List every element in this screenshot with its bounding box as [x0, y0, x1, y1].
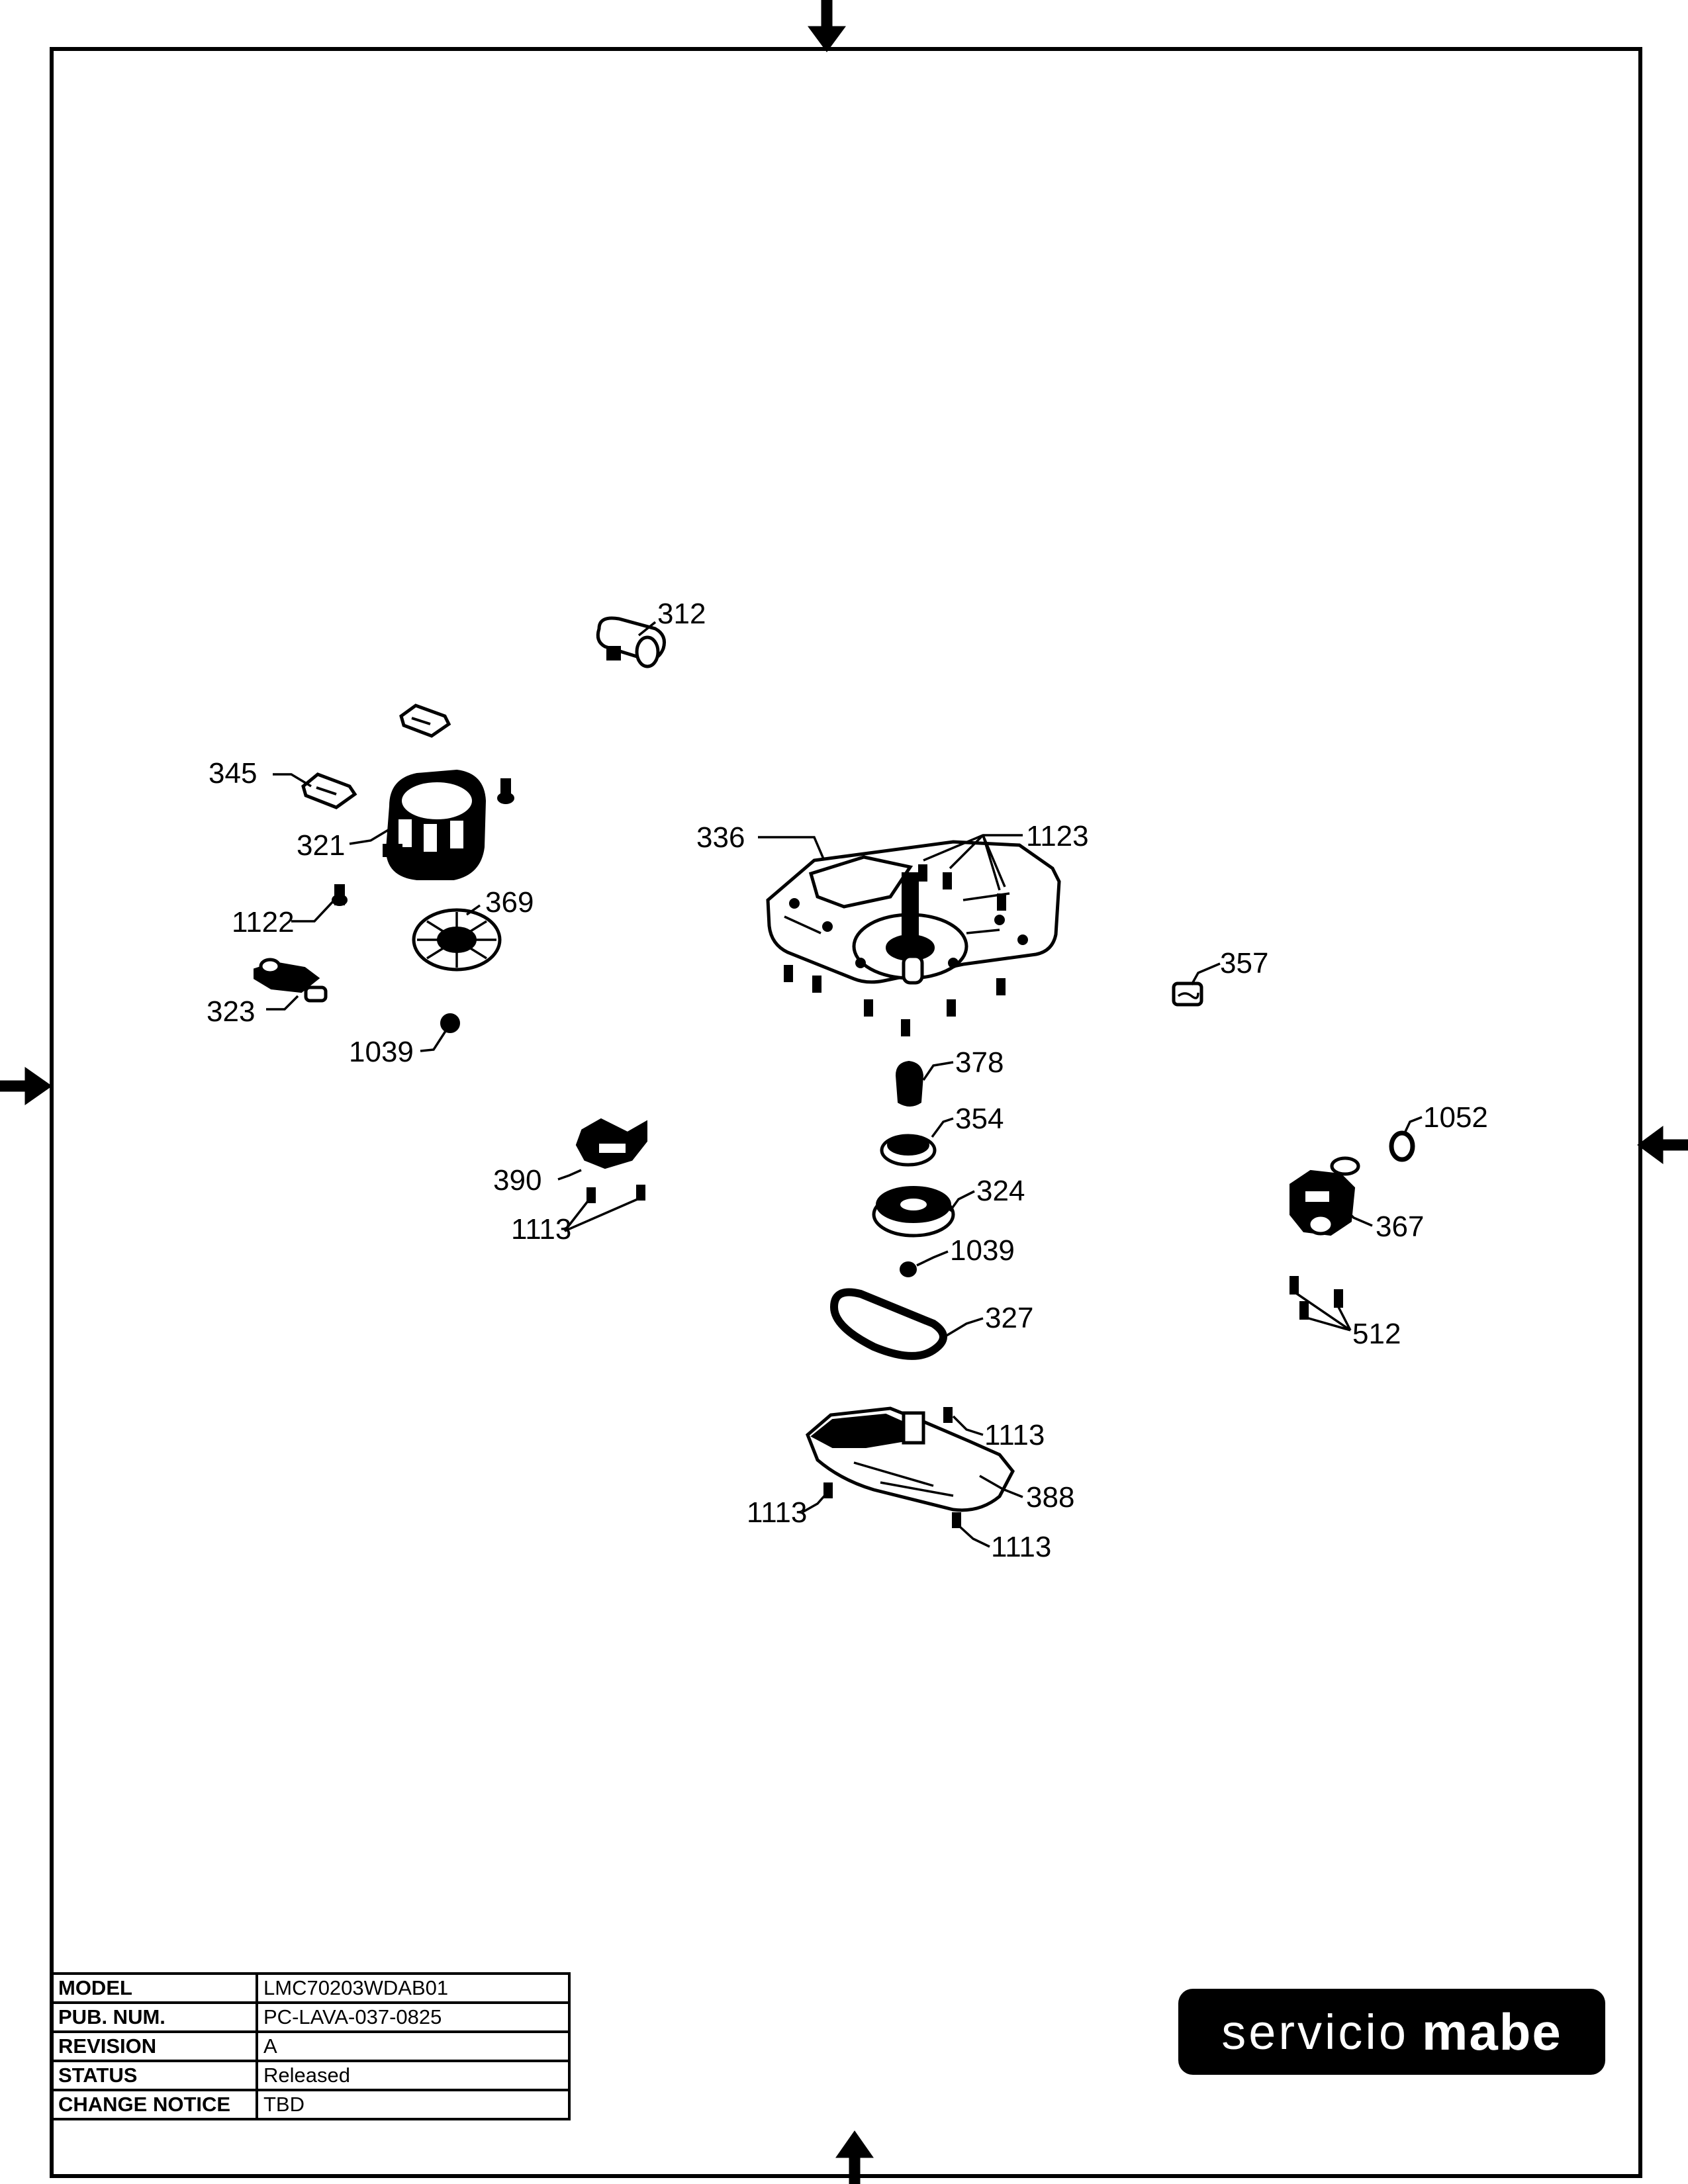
servicio-mabe-logo: servicio mabe	[1178, 1989, 1605, 2075]
part-321	[383, 769, 487, 880]
callout-367: 367	[1376, 1210, 1424, 1243]
brand-word-servicio: servicio	[1221, 2004, 1409, 2060]
callout-labels: 312 345 321 369 1122 323 1039 336 1123 3…	[207, 598, 1488, 1563]
part-324	[872, 1186, 955, 1238]
part-312	[596, 616, 666, 668]
pub-num-label: PUB. NUM.	[50, 2001, 258, 2033]
callout-1113-left: 1113	[511, 1213, 571, 1246]
part-336	[766, 840, 1061, 985]
part-1039-left	[440, 1013, 460, 1033]
callout-390: 390	[493, 1164, 541, 1197]
callout-336: 336	[696, 821, 745, 854]
callout-512: 512	[1352, 1318, 1401, 1350]
change-notice-label: CHANGE NOTICE	[50, 2089, 258, 2120]
callout-323: 323	[207, 995, 255, 1028]
status-label: STATUS	[50, 2060, 258, 2091]
part-323	[254, 958, 328, 1003]
screws-1113-base	[823, 1407, 961, 1528]
revision-value: A	[256, 2030, 571, 2062]
part-388	[806, 1406, 1015, 1512]
callout-327: 327	[985, 1302, 1033, 1334]
leader-lines	[266, 621, 1423, 1548]
part-345	[301, 704, 451, 809]
brand-word-mabe: mabe	[1422, 2002, 1562, 2061]
part-1039-center	[900, 1261, 917, 1277]
callout-1113-bottom-right: 1113	[991, 1531, 1051, 1563]
callout-1113-top: 1113	[984, 1419, 1045, 1451]
part-354	[880, 1134, 937, 1167]
callout-345: 345	[209, 757, 257, 790]
callout-354: 354	[955, 1103, 1004, 1135]
model-value: LMC70203WDAB01	[256, 1972, 571, 2004]
title-block: MODEL LMC70203WDAB01 PUB. NUM. PC-LAVA-0…	[50, 1972, 571, 2120]
revision-label: REVISION	[50, 2030, 258, 2062]
title-block-row: PUB. NUM. PC-LAVA-037-0825	[50, 2001, 571, 2033]
callout-378: 378	[955, 1046, 1004, 1079]
callout-388: 388	[1026, 1481, 1074, 1514]
callout-1039-left: 1039	[349, 1036, 414, 1068]
callout-1113-bottom-left: 1113	[747, 1496, 807, 1529]
change-notice-value: TBD	[256, 2089, 571, 2120]
callout-312: 312	[657, 598, 706, 630]
part-369	[412, 908, 502, 972]
title-block-row: MODEL LMC70203WDAB01	[50, 1972, 571, 2004]
drawing-border	[50, 47, 1642, 2178]
callout-357: 357	[1220, 947, 1268, 979]
pub-num-value: PC-LAVA-037-0825	[256, 2001, 571, 2033]
part-367	[1289, 1156, 1360, 1236]
screws-1123	[784, 864, 1006, 1036]
callout-324: 324	[976, 1175, 1025, 1207]
part-327	[829, 1288, 947, 1360]
screw-motor	[497, 778, 514, 804]
part-1052	[1389, 1130, 1415, 1162]
status-value: Released	[256, 2060, 571, 2091]
part-390	[575, 1118, 647, 1169]
callout-1123: 1123	[1026, 820, 1089, 852]
screws-1113-left	[586, 1185, 645, 1203]
title-block-row: REVISION A	[50, 2030, 571, 2062]
callout-1039-center: 1039	[950, 1234, 1015, 1267]
screws-512	[1289, 1276, 1343, 1320]
part-378	[895, 1060, 924, 1107]
title-block-row: STATUS Released	[50, 2060, 571, 2091]
part-357	[1172, 981, 1203, 1007]
part-1122	[332, 884, 348, 906]
callout-321: 321	[297, 829, 345, 862]
title-block-row: CHANGE NOTICE TBD	[50, 2089, 571, 2120]
model-label: MODEL	[50, 1972, 258, 2004]
callout-1122: 1122	[232, 906, 295, 938]
callout-1052: 1052	[1423, 1101, 1488, 1134]
callout-369: 369	[485, 886, 534, 919]
